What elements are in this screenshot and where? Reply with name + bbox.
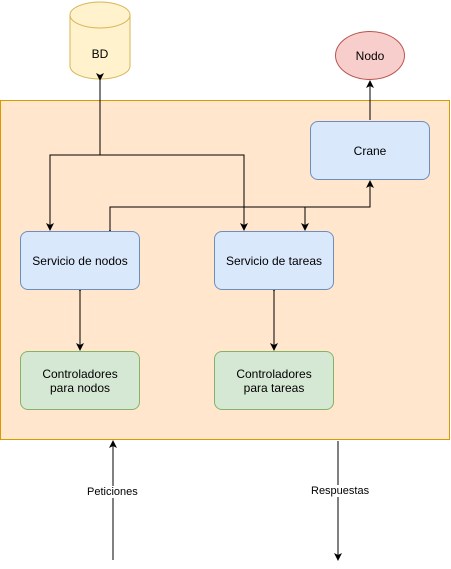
servicio-nodos-box: Servicio de nodos: [20, 231, 140, 290]
nodo-node: Nodo: [335, 31, 405, 80]
bd-label: BD: [91, 47, 109, 61]
controladores-tareas-box: Controladores para tareas: [214, 351, 334, 410]
edge-services-crane: [106, 180, 374, 237]
peticiones-label: Peticiones: [87, 486, 138, 498]
database-shape: [69, 1, 131, 80]
respuestas-label: Respuestas: [311, 485, 370, 497]
edge-bd-to-nodos: [46, 154, 100, 231]
edge-bd-to-tareas: [100, 154, 248, 231]
servicio-tareas-box: Servicio de tareas: [214, 231, 334, 290]
crane-box: Crane: [310, 121, 430, 180]
controladores-nodos-box: Controladores para nodos: [20, 351, 140, 410]
